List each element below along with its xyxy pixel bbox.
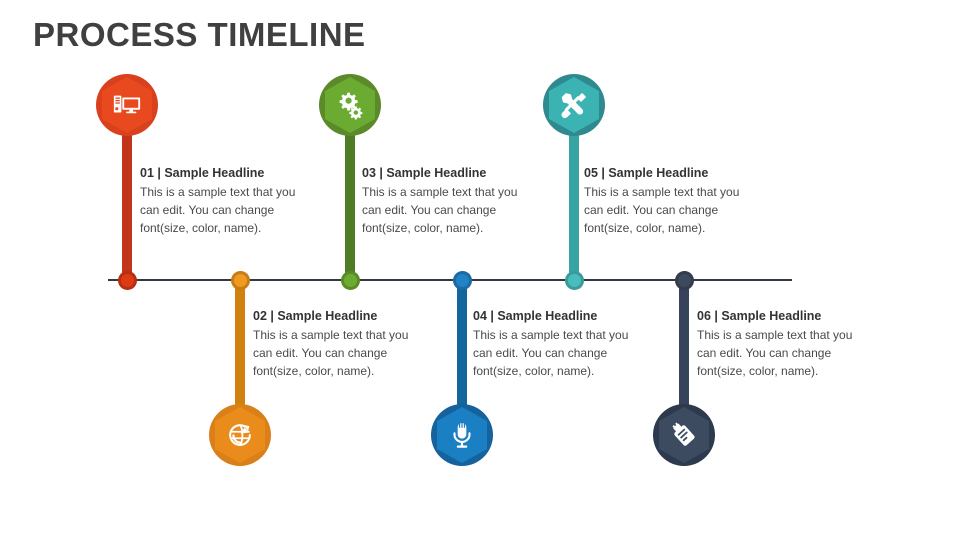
milestone-hexagon xyxy=(215,407,265,463)
timeline-axis xyxy=(108,279,792,281)
milestone-body-text: This is a sample text that you can edit.… xyxy=(362,185,518,235)
milestone-hexagon xyxy=(659,407,709,463)
milestone-badge[interactable] xyxy=(431,404,493,466)
milestone-hexagon xyxy=(325,77,375,133)
microphone-icon xyxy=(447,420,477,450)
milestone-body-text: This is a sample text that you can edit.… xyxy=(584,185,740,235)
tools-wrench-screwdriver-icon xyxy=(559,90,589,120)
milestone-stem xyxy=(122,114,132,280)
milestone-node-dot[interactable] xyxy=(117,270,137,290)
milestone-hexagon xyxy=(102,77,152,133)
milestone-headline: 02 | Sample Headline xyxy=(253,309,378,323)
milestone-stem xyxy=(235,280,245,426)
milestone-badge[interactable] xyxy=(319,74,381,136)
milestone-headline: 03 | Sample Headline xyxy=(362,166,487,180)
milestone-body-text: This is a sample text that you can edit.… xyxy=(697,328,853,378)
milestone-badge[interactable] xyxy=(653,404,715,466)
usb-flash-drive-icon xyxy=(669,420,699,450)
milestone-stem xyxy=(569,114,579,280)
milestone-node-dot[interactable] xyxy=(340,270,360,290)
desktop-monitor-icon xyxy=(112,90,142,120)
milestone-badge[interactable] xyxy=(209,404,271,466)
milestone-stem xyxy=(457,280,467,426)
milestone-badge[interactable] xyxy=(96,74,158,136)
globe-arrow-icon xyxy=(225,420,255,450)
milestone-node-dot[interactable] xyxy=(452,270,472,290)
milestone-node-dot[interactable] xyxy=(674,270,694,290)
milestone-hexagon xyxy=(549,77,599,133)
milestone-hexagon xyxy=(437,407,487,463)
milestone-badge[interactable] xyxy=(543,74,605,136)
milestone-stem xyxy=(679,280,689,426)
milestone-body-text: This is a sample text that you can edit.… xyxy=(140,185,296,235)
milestone-headline: 05 | Sample Headline xyxy=(584,166,709,180)
milestone-stem xyxy=(345,114,355,280)
milestone-headline: 04 | Sample Headline xyxy=(473,309,598,323)
milestone-body-text: This is a sample text that you can edit.… xyxy=(473,328,629,378)
milestone-headline: 06 | Sample Headline xyxy=(697,309,822,323)
gears-icon xyxy=(335,90,365,120)
milestone-headline: 01 | Sample Headline xyxy=(140,166,265,180)
milestone-node-dot[interactable] xyxy=(230,270,250,290)
milestone-node-dot[interactable] xyxy=(564,270,584,290)
milestone-body-text: This is a sample text that you can edit.… xyxy=(253,328,409,378)
page-title: PROCESS TIMELINE xyxy=(33,16,366,53)
